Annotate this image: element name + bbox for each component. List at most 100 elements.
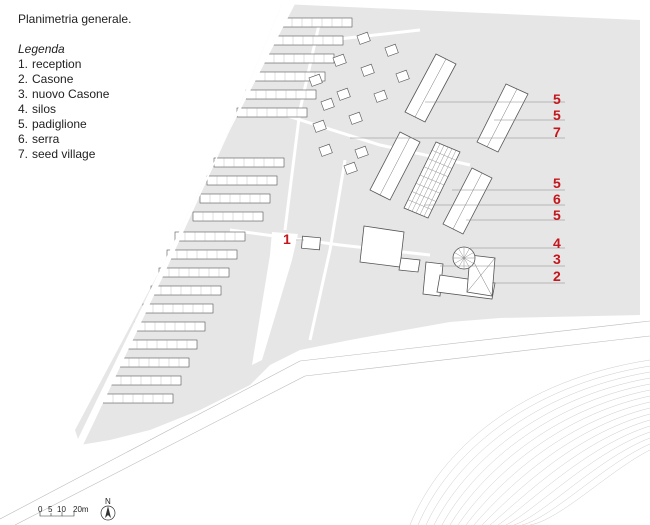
- cabin-roof: [166, 249, 238, 260]
- scale-tick-label: 20m: [73, 505, 89, 514]
- callout-new-casone: 3: [553, 251, 561, 267]
- silo-spoke: [458, 248, 465, 259]
- legend-item: 3.nuovo Casone: [18, 87, 131, 102]
- greenhouse-rib: [407, 199, 433, 210]
- legend-item-number: 6.: [18, 132, 29, 146]
- house: [318, 143, 333, 157]
- house: [354, 145, 369, 159]
- cabin: [110, 375, 182, 386]
- cabin-roof: [110, 375, 182, 386]
- house: [384, 43, 399, 57]
- legend-item: 4.silos: [18, 102, 131, 117]
- cabin-roof: [150, 285, 222, 296]
- pavilion-ridge: [486, 88, 518, 148]
- cabin: [142, 303, 214, 314]
- legend-item-number: 1.: [18, 57, 29, 71]
- callout-greenhouse: 6: [553, 191, 561, 207]
- cabin: [166, 249, 238, 260]
- legend: Planimetria generale. Legenda 1.receptio…: [18, 12, 131, 162]
- house: [395, 69, 410, 83]
- cabin-roof: [126, 339, 198, 350]
- callout-silos: 4: [553, 235, 561, 251]
- cabin: [272, 35, 344, 46]
- legend-item-number: 7.: [18, 147, 29, 161]
- cabin: [263, 53, 335, 64]
- legend-item-label: silos: [32, 102, 57, 116]
- legend-item-label: Casone: [32, 72, 74, 86]
- cabin-roof: [118, 357, 190, 368]
- legend-item: 6.serra: [18, 132, 131, 147]
- cabin-roof: [102, 393, 174, 404]
- cabin: [158, 267, 230, 278]
- cabin: [281, 17, 353, 28]
- pavilion-top-right: [476, 83, 529, 153]
- house: [332, 53, 347, 67]
- legend-item-number: 2.: [18, 72, 29, 86]
- house: [312, 119, 327, 133]
- greenhouse-rib: [431, 150, 457, 161]
- pavilion-ridge: [452, 172, 483, 230]
- silo-spoke: [463, 257, 474, 264]
- callout-pavilion: 5: [553, 107, 561, 123]
- legend-item-label: padiglione: [32, 117, 87, 131]
- casone-roof-line: [466, 257, 496, 293]
- cabin-roof: [206, 175, 278, 186]
- callout-pavilion: 5: [553, 207, 561, 223]
- perimeter-strip: [75, 4, 295, 445]
- house: [308, 73, 323, 87]
- legend-heading: Legenda: [18, 42, 65, 56]
- scale-tick-label: 10: [57, 505, 66, 514]
- house: [373, 89, 388, 103]
- north-label: N: [105, 497, 111, 506]
- scale-tick-label: 5: [48, 505, 53, 514]
- cabin-roof: [142, 303, 214, 314]
- legend-item-number: 4.: [18, 102, 29, 116]
- cabin: [174, 231, 246, 242]
- cabin-rows: [75, 4, 353, 445]
- pavilion-ridge: [414, 58, 447, 118]
- cabin-roof: [281, 17, 353, 28]
- road-edge: [0, 360, 301, 520]
- scale-tick-label: 0: [38, 505, 43, 514]
- cabin: [213, 157, 285, 168]
- silo-spoke: [454, 257, 465, 264]
- cabin-roof: [263, 53, 335, 64]
- house: [336, 87, 351, 101]
- main-road: [0, 322, 650, 525]
- cabin-roof: [134, 321, 206, 332]
- cabin-roof: [192, 211, 264, 222]
- legend-item: 5.padiglione: [18, 117, 131, 132]
- callout-seed-village: 7: [553, 124, 561, 140]
- cabin: [134, 321, 206, 332]
- cabin: [199, 193, 271, 204]
- road-edge: [304, 335, 650, 377]
- greenhouse-rib: [411, 191, 437, 202]
- cabin: [118, 357, 190, 368]
- house: [360, 63, 375, 77]
- legend-item-number: 3.: [18, 87, 29, 101]
- greenhouse-rib: [423, 166, 449, 177]
- house: [356, 31, 371, 45]
- callout-pavilion: 5: [553, 91, 561, 107]
- plan-title: Planimetria generale.: [18, 12, 132, 26]
- cabin: [150, 285, 222, 296]
- silos: [452, 246, 476, 270]
- legend-item: 2.Casone: [18, 72, 131, 87]
- legend-item-number: 5.: [18, 117, 29, 131]
- silo-spoke: [463, 248, 470, 259]
- road-edge: [14, 375, 306, 525]
- legend-item: 7.seed village: [18, 147, 131, 162]
- casone-old-block: [359, 225, 405, 268]
- cabin-roof: [213, 157, 285, 168]
- cabin: [206, 175, 278, 186]
- cabin-roof: [245, 89, 317, 100]
- greenhouse-rib: [415, 183, 441, 194]
- house: [343, 161, 358, 175]
- legend-item: 1.reception: [18, 57, 131, 72]
- greenhouse-rib: [419, 174, 445, 186]
- callout-reception: 1: [283, 231, 291, 247]
- cabin: [245, 89, 317, 100]
- casone-annex: [398, 257, 421, 273]
- cabin-roof: [174, 231, 246, 242]
